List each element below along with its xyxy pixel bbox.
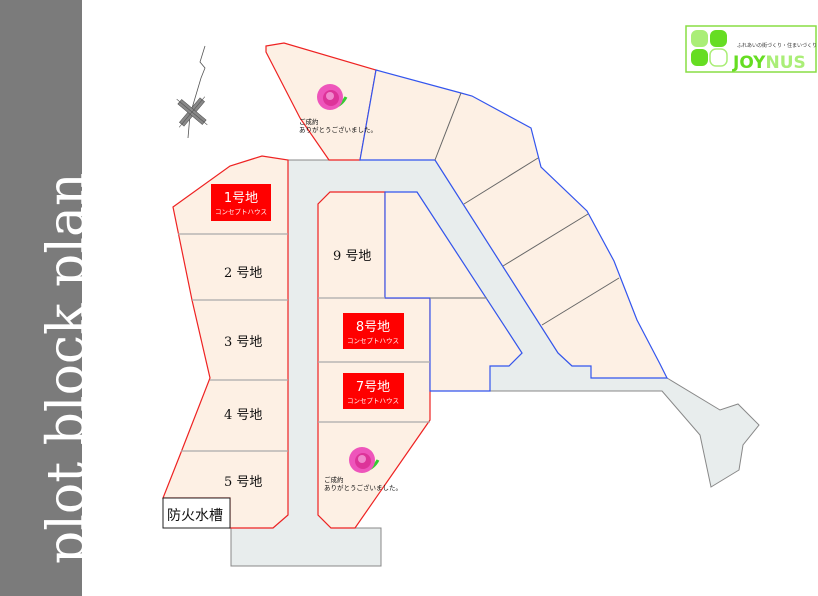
sold-caption-line2: ありがとうございました。 bbox=[324, 483, 402, 492]
lot-5-label: 5 号地 bbox=[224, 475, 262, 490]
fire-water-tank bbox=[162, 497, 231, 529]
lot-7-badge[interactable]: 7号地 コンセプトハウス bbox=[343, 373, 404, 409]
lot-3-label: 3 号地 bbox=[224, 335, 262, 350]
lot-dividers-east bbox=[434, 92, 620, 326]
lot-east-of-9[interactable] bbox=[384, 191, 523, 392]
compass-icon bbox=[176, 45, 208, 139]
lot-8-badge[interactable]: 8号地 コンセプトハウス bbox=[343, 313, 404, 349]
svg-text:8号地: 8号地 bbox=[356, 320, 390, 335]
rose-icon bbox=[349, 447, 380, 473]
svg-text:コンセプトハウス: コンセプトハウス bbox=[215, 208, 267, 216]
lot-dividers-west bbox=[178, 233, 288, 452]
sidebar: plot block plan bbox=[0, 0, 97, 596]
joynus-logo: ふれあいの街づくり・住まいづくり JOYNUS bbox=[685, 25, 817, 73]
lot-9-label: 9 号地 bbox=[333, 249, 371, 264]
lot-dividers-middle bbox=[318, 297, 487, 423]
svg-text:ふれあいの街づくり・住まいづくり: ふれあいの街づくり・住まいづくり bbox=[737, 42, 817, 49]
lot-2-label: 2 号地 bbox=[224, 266, 262, 281]
svg-text:JOYNUS: JOYNUS bbox=[732, 53, 806, 73]
svg-text:コンセプトハウス: コンセプトハウス bbox=[347, 397, 399, 405]
lot-group-east[interactable] bbox=[359, 69, 668, 379]
svg-text:1号地: 1号地 bbox=[224, 191, 258, 206]
svg-text:7号地: 7号地 bbox=[356, 380, 390, 395]
sold-caption-line1: ご成約 bbox=[324, 475, 344, 484]
sold-caption-line1: ご成約 bbox=[299, 117, 319, 126]
lot-1-badge[interactable]: 1号地 コンセプトハウス bbox=[211, 184, 271, 221]
svg-text:コンセプトハウス: コンセプトハウス bbox=[347, 337, 399, 345]
rose-icon bbox=[317, 84, 348, 110]
fire-water-tank-label: 防火水槽 bbox=[167, 508, 223, 524]
sold-caption-line2: ありがとうございました。 bbox=[299, 125, 377, 134]
lot-4-label: 4 号地 bbox=[224, 408, 262, 423]
